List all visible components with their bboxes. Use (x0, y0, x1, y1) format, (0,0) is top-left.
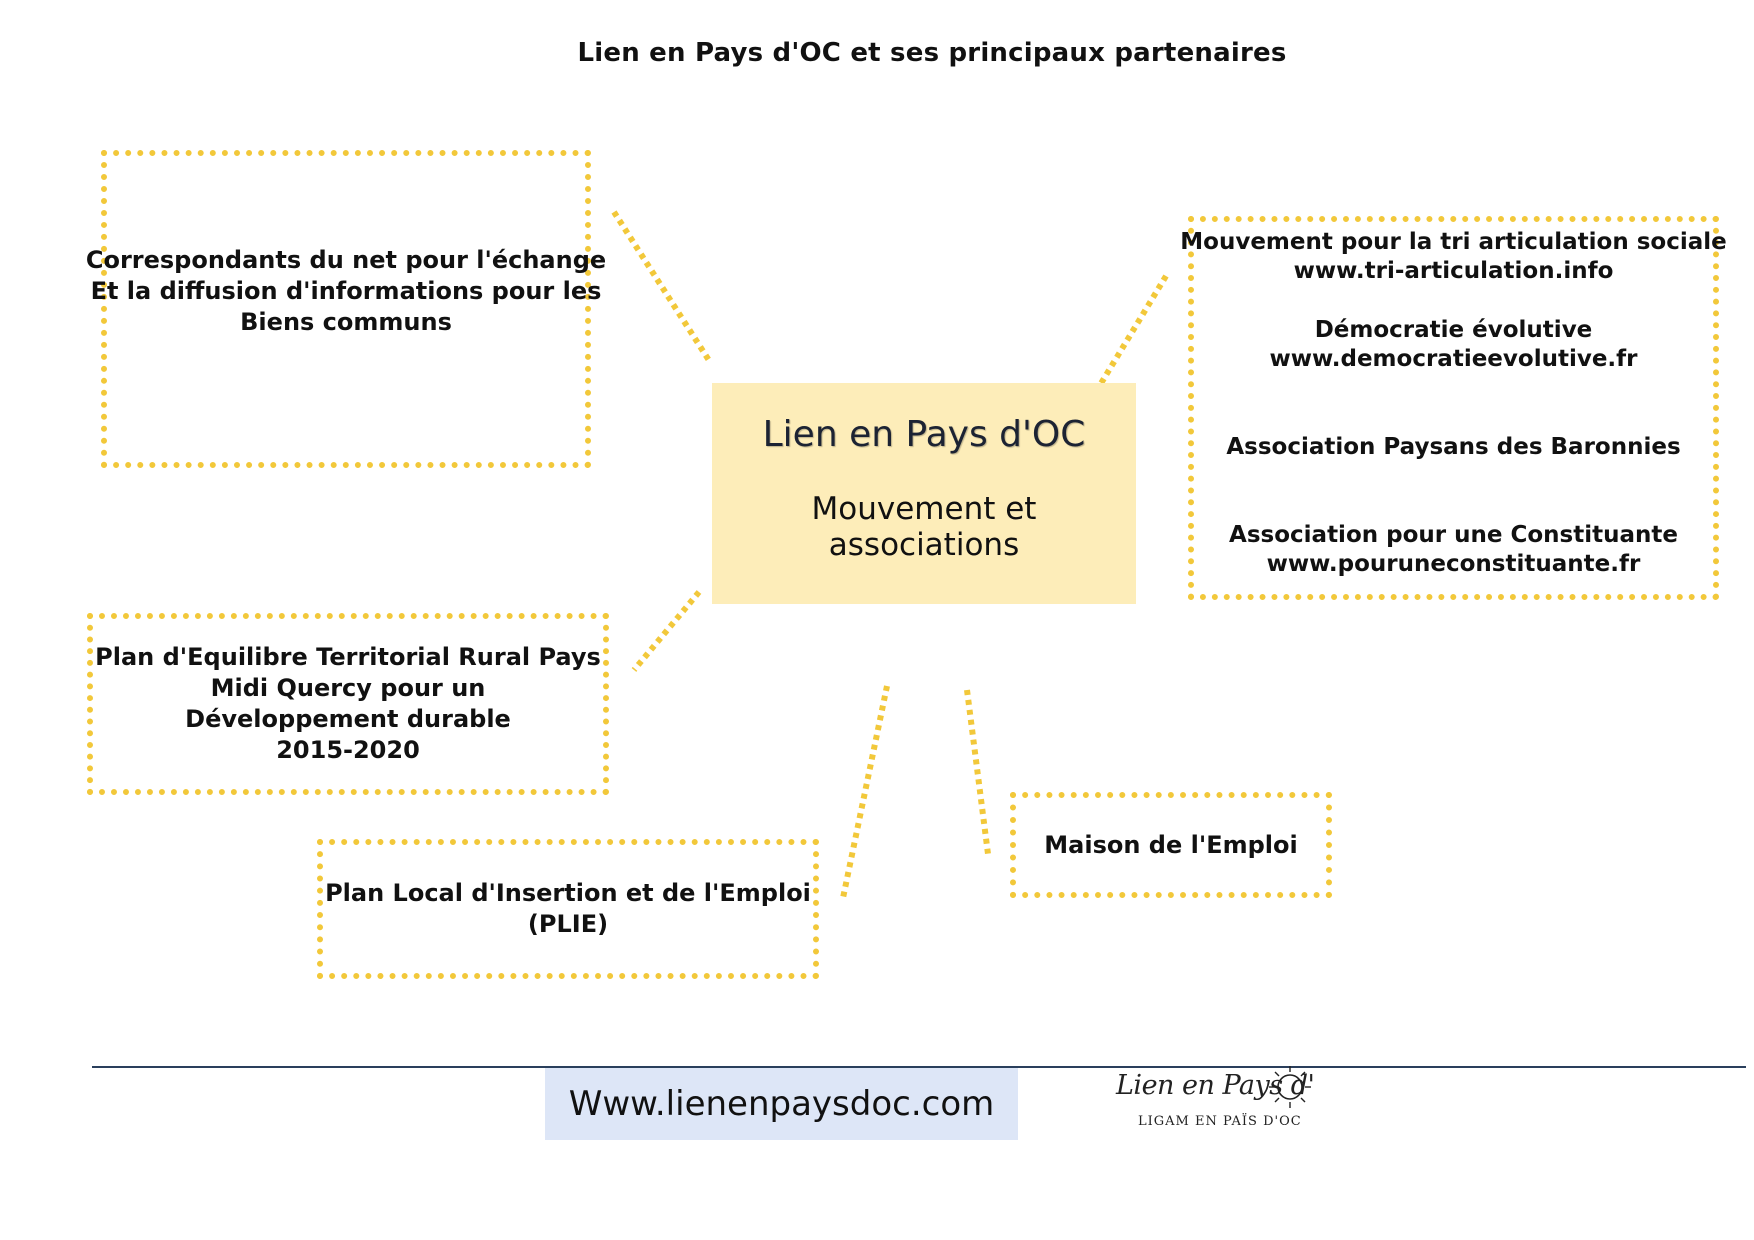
partner-democratie: Démocratie évolutive www.democratieevolu… (1269, 316, 1637, 374)
logo-subtext: LIGAM EN PAÏS D'OC (1138, 1114, 1302, 1129)
petr-box: Plan d'Equilibre Territorial Rural Pays … (87, 613, 609, 795)
partner-name: Démocratie évolutive (1314, 317, 1593, 343)
connector-petr (631, 590, 702, 672)
lien-en-pays-doc-logo: Lien en Pays d' LIGAM EN PAÏS D'OC (1108, 1062, 1318, 1134)
plie-line-1: Plan Local d'Insertion et de l'Emploi (325, 879, 811, 907)
plie-line-2: (PLIE) (527, 910, 609, 938)
center-subtitle: Mouvement et associations (811, 491, 1037, 563)
correspondants-line-1: Correspondants du net pour l'échange (85, 245, 607, 274)
correspondants-box: Correspondants du net pour l'échange Et … (86, 150, 606, 468)
partner-name: Association pour une Constituante (1229, 522, 1678, 548)
petr-line-3: Développement durable (185, 705, 511, 733)
partner-url: www.pouruneconstituante.fr (1266, 551, 1641, 577)
partner-url: www.democratieevolutive.fr (1269, 346, 1638, 372)
center-title: Lien en Pays d'OC (762, 414, 1086, 455)
partner-name: Association Paysans des Baronnies (1226, 434, 1681, 460)
connector-plie (840, 685, 890, 899)
connector-maison-emploi (964, 689, 991, 855)
diagram-title: Lien en Pays d'OC et ses principaux part… (577, 38, 1287, 68)
petr-line-1: Plan d'Equilibre Territorial Rural Pays (95, 643, 601, 671)
connector-correspondants (611, 210, 713, 364)
partners-box: Mouvement pour la tri articulation socia… (1180, 216, 1727, 600)
partner-constituante: Association pour une Constituante www.po… (1229, 521, 1678, 579)
correspondants-line-3: Biens communs (240, 307, 452, 336)
partner-paysans: Association Paysans des Baronnies (1226, 433, 1680, 462)
connector-partners (1094, 274, 1169, 392)
center-node: Lien en Pays d'OC Mouvement et associati… (712, 383, 1136, 604)
plie-box: Plan Local d'Insertion et de l'Emploi (P… (317, 839, 819, 979)
footer-rule (92, 1066, 1746, 1068)
correspondants-line-2: Et la diffusion d'informations pour les (90, 276, 602, 305)
partner-tri-articulation: Mouvement pour la tri articulation socia… (1180, 228, 1726, 286)
petr-line-4: 2015-2020 (276, 736, 420, 764)
petr-line-2: Midi Quercy pour un (210, 674, 486, 702)
maison-emploi-label: Maison de l'Emploi (1044, 830, 1298, 859)
maison-emploi-box: Maison de l'Emploi (1010, 792, 1332, 898)
partner-name: Mouvement pour la tri articulation socia… (1180, 229, 1727, 255)
website-link[interactable]: Www.lienenpaysdoc.com (545, 1068, 1018, 1140)
sun-icon (1269, 1066, 1311, 1108)
partner-url: www.tri-articulation.info (1293, 258, 1614, 284)
